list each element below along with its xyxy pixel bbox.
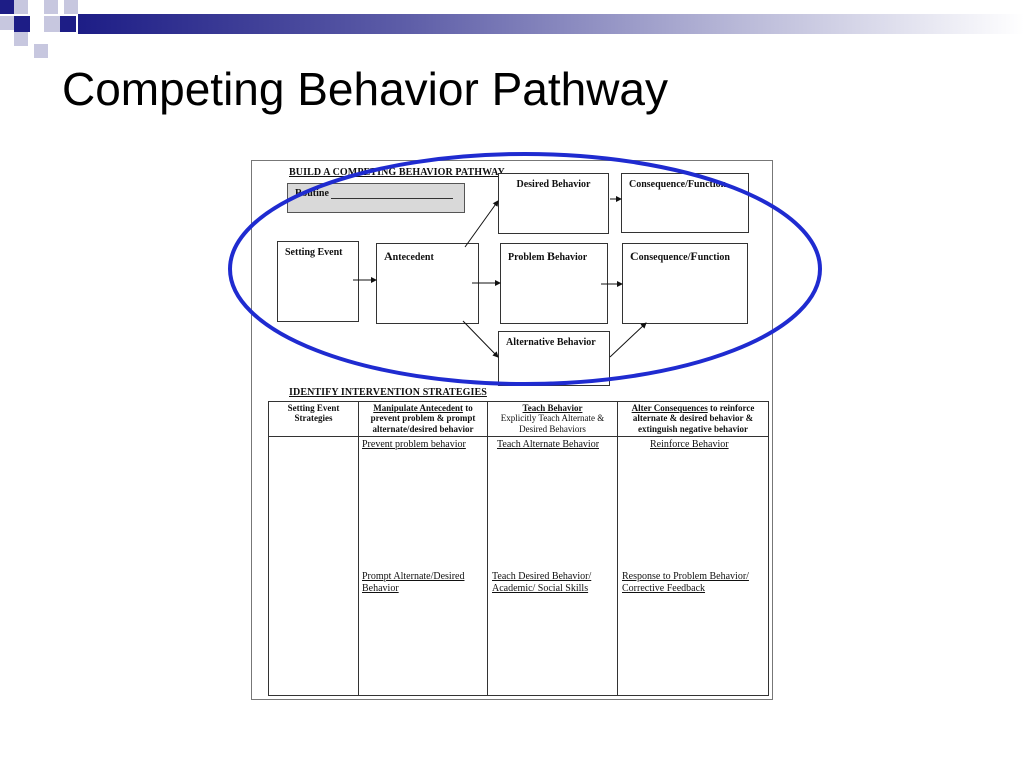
routine-label: Routine	[295, 188, 329, 199]
antecedent-cell: Prevent problem behavior Prompt Alternat…	[358, 436, 488, 696]
setting-event-box: Setting Event	[277, 241, 359, 322]
header-gradient-bar	[78, 14, 1024, 34]
desired-behavior-label: Desired Behavior	[516, 179, 591, 190]
arrow-alternative-to-consequence	[609, 322, 647, 358]
alternative-behavior-box: Alternative Behavior	[498, 331, 610, 386]
identify-heading: IDENTIFY INTERVENTION STRATEGIES	[289, 387, 487, 398]
corner-square-light-2	[44, 0, 58, 14]
routine-blank-line	[330, 189, 453, 199]
corner-square-navy-2	[14, 16, 30, 32]
alter-consequences-cell: Reinforce Behavior Response to Problem B…	[617, 436, 769, 696]
col-setting-event-strategies: Setting Event Strategies	[268, 401, 359, 437]
consequence-function-box: Consequence/Function	[622, 243, 748, 324]
corner-square-light-7	[34, 44, 48, 58]
teach-alternate-behavior-text: Teach Alternate Behavior	[497, 439, 600, 450]
setting-event-label: Setting Event	[285, 247, 343, 258]
antecedent-box: Antecedent	[376, 243, 479, 324]
pathway-document: BUILD A COMPETING BEHAVIOR PATHWAY Routi…	[251, 160, 773, 700]
consequence-function-top-label: Consequence/Function	[629, 179, 727, 190]
slide-title: Competing Behavior Pathway	[62, 63, 668, 115]
consequence-function-top-box: Consequence/Function	[621, 173, 749, 233]
routine-field: Routine	[287, 183, 465, 213]
corner-square-light-6	[14, 32, 28, 46]
function-initial: F	[690, 249, 698, 263]
problem-behavior-box: Problem Behavior	[500, 243, 608, 324]
desired-behavior-box: Desired Behavior	[498, 173, 609, 234]
prevent-problem-behavior-text: Prevent problem behavior	[362, 439, 466, 450]
teach-behavior-cell: Teach Alternate Behavior Teach Desired B…	[487, 436, 618, 696]
corner-square-navy-3	[60, 16, 76, 32]
arrow-antecedent-to-alternative	[462, 320, 499, 358]
prompt-alternate-desired-text-2: Behavior	[362, 583, 399, 594]
function-label-rest: unction	[697, 252, 730, 263]
build-heading: BUILD A COMPETING BEHAVIOR PATHWAY	[289, 167, 505, 178]
corner-square-light-5	[44, 16, 60, 32]
prompt-alternate-desired-text-1: Prompt Alternate/Desired	[362, 571, 465, 582]
reinforce-behavior-text: Reinforce Behavior	[650, 439, 729, 450]
consequence-initial: C	[630, 249, 639, 263]
col-alter-consequences: Alter Consequences to reinforce alternat…	[617, 401, 769, 437]
response-to-problem-text-2: Corrective Feedback	[622, 583, 706, 594]
corner-square-light-1	[14, 0, 28, 14]
problem-initial: B	[546, 249, 555, 263]
arrow-antecedent-to-desired	[464, 200, 499, 248]
setting-event-cell	[268, 436, 359, 696]
strategies-body-row: Prevent problem behavior Prompt Alternat…	[268, 436, 769, 696]
teach-desired-behavior-text-2: Academic/ Social Skills	[492, 583, 589, 594]
antecedent-initial: A	[384, 249, 393, 263]
problem-label-prefix: Problem	[508, 252, 547, 263]
alternative-behavior-label: Alternative Behavior	[506, 337, 596, 348]
corner-square-light-3	[64, 0, 78, 14]
problem-label-rest: ehavior	[555, 252, 588, 263]
col-manipulate-antecedent: Manipulate Antecedent to prevent problem…	[358, 401, 488, 437]
antecedent-label: ntecedent	[392, 252, 434, 263]
corner-square-navy-1	[0, 0, 14, 14]
corner-square-light-4	[0, 16, 14, 30]
consequence-label-mid: onsequence/	[638, 252, 691, 263]
response-to-problem-text-1: Response to Problem Behavior/	[622, 571, 749, 582]
strategies-table: Setting Event Strategies Manipulate Ante…	[268, 401, 769, 696]
strategies-header-row: Setting Event Strategies Manipulate Ante…	[268, 401, 769, 437]
teach-desired-behavior-text-1: Teach Desired Behavior/	[492, 571, 592, 582]
